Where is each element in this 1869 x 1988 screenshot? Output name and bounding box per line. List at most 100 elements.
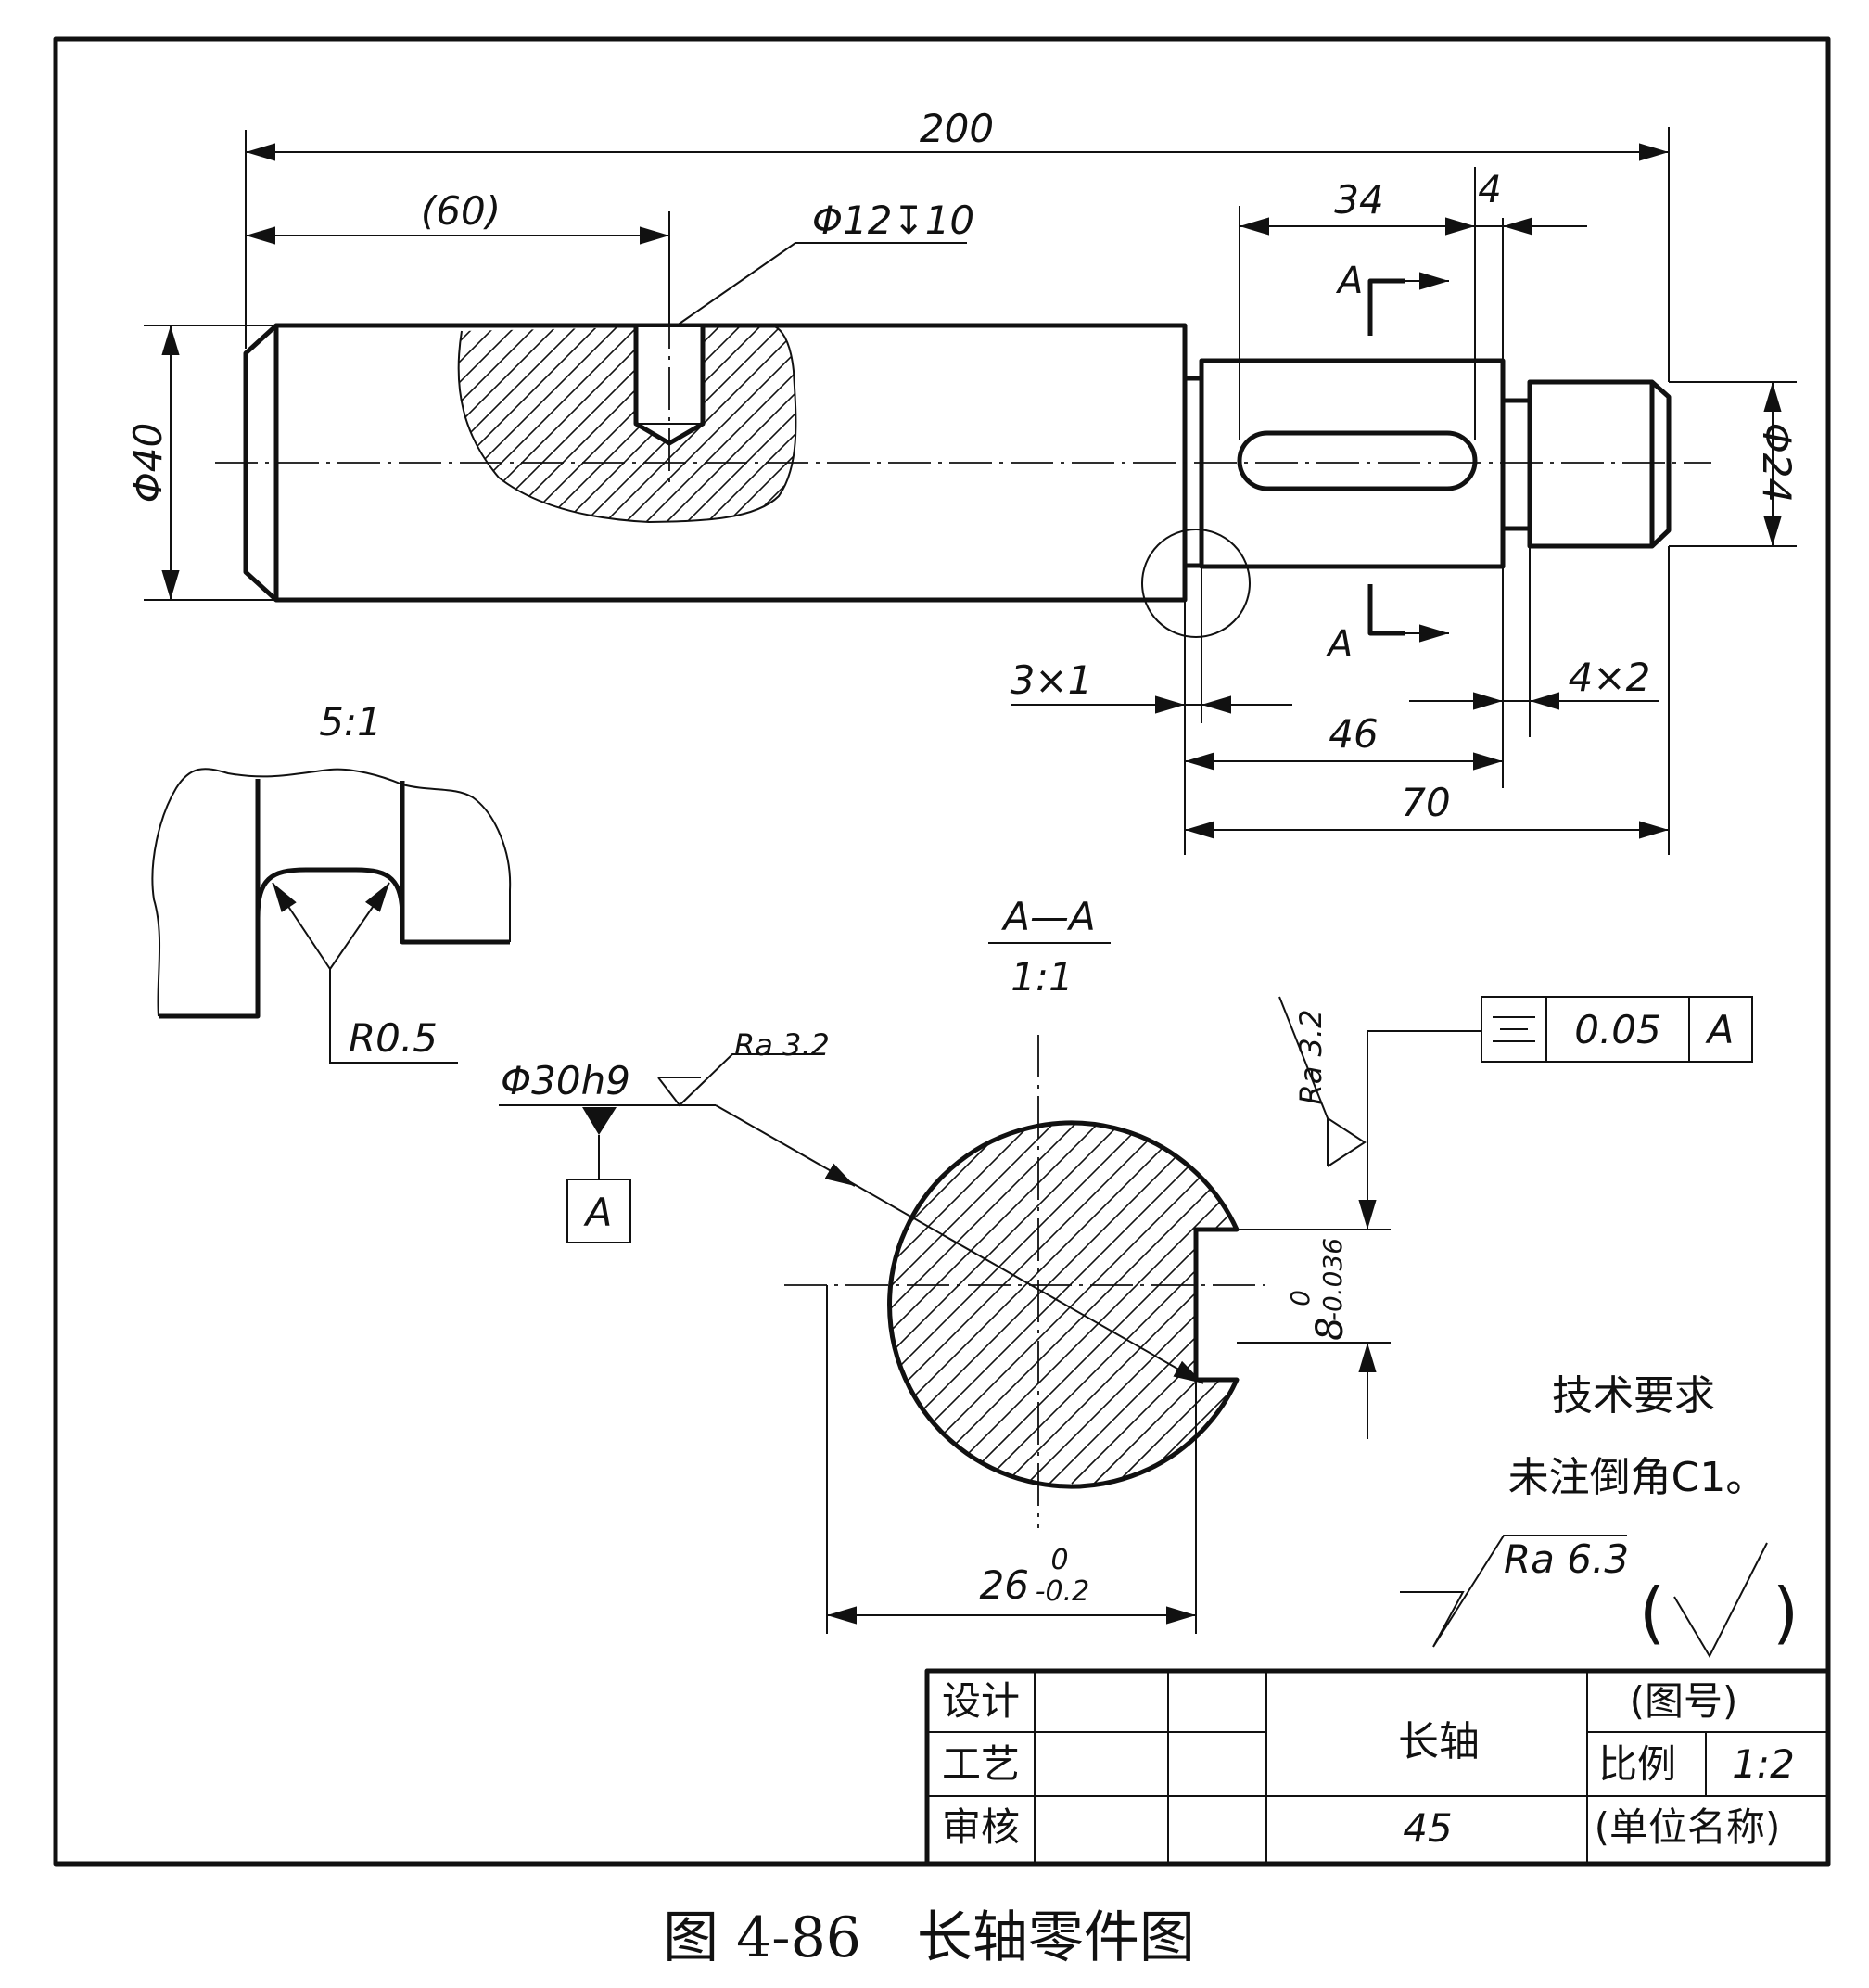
radius-leader bbox=[329, 969, 458, 1064]
hatch-line bbox=[889, 1123, 973, 1485]
detail-profile-left bbox=[159, 779, 261, 1019]
dim-4: 4 bbox=[1478, 169, 1501, 211]
roughness-symbol-fit bbox=[657, 1053, 821, 1107]
title-block: 设计 工艺 审核 长轴 45 (图号) 比例 1:2 (单位名称) bbox=[924, 1668, 1831, 1867]
hatch-line bbox=[889, 1123, 906, 1485]
dim-70: 70 bbox=[1401, 780, 1450, 825]
cut-letter-top: A bbox=[1335, 260, 1363, 302]
shaft-key-section bbox=[1199, 358, 1506, 569]
dim-46: 46 bbox=[1329, 711, 1378, 757]
hatch-line bbox=[449, 1094, 838, 1484]
hatch-line bbox=[1115, 1123, 1237, 1485]
dim-radius: R0.5 bbox=[349, 1015, 438, 1061]
hatch-line bbox=[889, 1123, 1195, 1485]
hatch-line bbox=[889, 1123, 1106, 1485]
hatch-line bbox=[426, 1094, 816, 1484]
hatch-line bbox=[793, 325, 796, 522]
notes-title: 技术要求 bbox=[1552, 1372, 1715, 1420]
hatch-line bbox=[982, 1123, 1237, 1485]
dimensions: 200 (60) Φ12↧10 34 4 Φ40 Φ24 3×1 4×2 46 bbox=[125, 106, 1799, 855]
datum-triangle bbox=[582, 1107, 617, 1135]
cut-mark-top bbox=[1367, 278, 1405, 336]
hatch-line bbox=[1204, 1123, 1237, 1485]
dim-hole: Φ12↧10 bbox=[812, 198, 974, 243]
hatch-line bbox=[222, 315, 445, 538]
main-view: A A bbox=[215, 260, 1711, 666]
paren-open: ( bbox=[1639, 1574, 1665, 1651]
hatch-line bbox=[889, 1123, 1062, 1485]
dim-8-tol-upper: 0 bbox=[1285, 1290, 1316, 1306]
hatch-line bbox=[1049, 1123, 1237, 1485]
keyway-slot bbox=[1237, 430, 1478, 491]
section-view: A—A 1:1 26 0 -0.2 8 0 -0.036 Φ30h9 A bbox=[426, 894, 1753, 1634]
hatch-line bbox=[1138, 1123, 1237, 1485]
hatch-line bbox=[889, 1123, 1039, 1485]
hatch-line bbox=[458, 325, 507, 522]
hatch-line bbox=[458, 325, 528, 522]
hatch-line bbox=[889, 1123, 1151, 1485]
hatch-line bbox=[889, 1123, 1173, 1485]
dim-26-tol-upper: 0 bbox=[1050, 1544, 1068, 1576]
hatch-line bbox=[711, 325, 796, 522]
tolerance-value: 0.05 bbox=[1574, 1007, 1661, 1052]
dim-8-tol-lower: -0.036 bbox=[1317, 1238, 1348, 1321]
tolerance-datum: A bbox=[1705, 1007, 1735, 1052]
hatch-line bbox=[691, 325, 796, 522]
section-title: A—A bbox=[1000, 894, 1095, 939]
cut-letter-bottom: A bbox=[1325, 623, 1353, 666]
hatch-line bbox=[731, 325, 796, 522]
hatch-line bbox=[1160, 1123, 1237, 1485]
hatch-line bbox=[1071, 1123, 1237, 1485]
paren-close: ) bbox=[1773, 1574, 1799, 1651]
hatch-line bbox=[889, 1123, 1237, 1485]
datum-letter: A bbox=[583, 1190, 613, 1235]
tolerance-leader bbox=[1367, 1030, 1481, 1141]
hatch-line bbox=[889, 1123, 1084, 1485]
hatch-line bbox=[915, 1123, 1237, 1485]
hatch-line bbox=[1093, 1123, 1237, 1485]
break-boundary bbox=[457, 324, 797, 524]
hatch-line bbox=[893, 1123, 1237, 1485]
detail-scale: 5:1 bbox=[319, 699, 382, 745]
dim-d24: Φ24 bbox=[1754, 423, 1799, 503]
datum-box bbox=[566, 1179, 631, 1243]
dim-26: 26 bbox=[980, 1562, 1029, 1608]
roughness-fit: Ra 3.2 bbox=[734, 1027, 830, 1063]
section-outline bbox=[887, 1120, 1240, 1489]
hatch-line bbox=[960, 1123, 1237, 1485]
detail-callout-circle bbox=[1141, 529, 1251, 638]
shaft-end-section bbox=[1527, 379, 1672, 549]
dim-26-tol-lower: -0.2 bbox=[1036, 1575, 1090, 1608]
section-scale: 1:1 bbox=[1011, 954, 1074, 1000]
roughness-keyway: Ra 3.2 bbox=[1293, 1010, 1329, 1105]
hatch-line bbox=[458, 325, 568, 522]
tb-scale-value: 1:2 bbox=[1732, 1741, 1795, 1787]
hatch-line bbox=[772, 325, 796, 522]
hatch-line bbox=[458, 325, 487, 522]
tb-material: 45 bbox=[1403, 1805, 1452, 1851]
hatch-line bbox=[889, 1123, 1217, 1485]
broken-out-section bbox=[222, 306, 797, 538]
hatch-line bbox=[458, 325, 589, 522]
detail-view: 5:1 R0.5 bbox=[151, 699, 512, 1064]
dim-34: 34 bbox=[1334, 177, 1383, 223]
dim-200: 200 bbox=[920, 106, 994, 151]
hatch-line bbox=[458, 325, 548, 522]
hatch-line bbox=[629, 325, 796, 522]
hatch-line bbox=[889, 1123, 1017, 1485]
groove-left bbox=[1185, 376, 1204, 568]
hatch-line bbox=[1227, 1123, 1237, 1485]
roughness-symbol-keyway bbox=[1278, 996, 1367, 1167]
figure-caption: 图 4-86 长轴零件图 bbox=[663, 1905, 1195, 1970]
dim-groove-right: 4×2 bbox=[1569, 655, 1651, 700]
hatch-line bbox=[752, 325, 796, 522]
hatch-line bbox=[650, 325, 796, 522]
roughness-general: Ra 6.3 bbox=[1504, 1536, 1629, 1582]
hatch-line bbox=[493, 1094, 883, 1484]
check-mark bbox=[1673, 1542, 1768, 1659]
tb-review: 审核 bbox=[942, 1804, 1020, 1850]
hatch-line bbox=[670, 325, 796, 522]
notes-line-1: 未注倒角C1。 bbox=[1508, 1454, 1767, 1501]
tb-scale-label: 比例 bbox=[1598, 1741, 1676, 1787]
